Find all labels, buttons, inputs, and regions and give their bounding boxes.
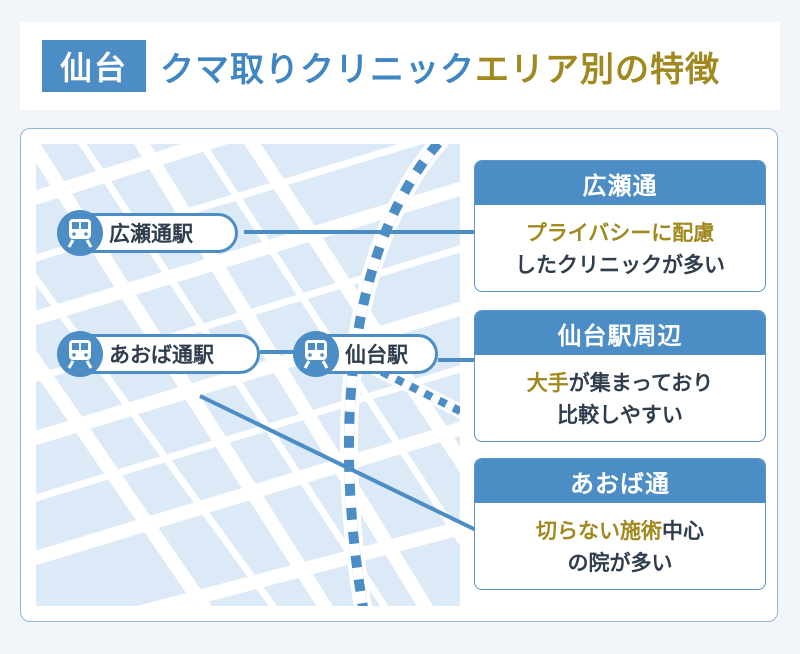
city-badge: 仙台	[42, 40, 146, 92]
station-label: 仙台駅	[345, 342, 408, 367]
train-icon	[57, 331, 103, 377]
header-banner: 仙台 クマ取りクリニックエリア別の特徴	[20, 22, 780, 110]
area-card-aobadori: あおば通 切らない施術中心 の院が多い	[474, 458, 766, 590]
body-text: の院が多い	[567, 551, 673, 575]
title-part-2: エリア別の特徴	[475, 49, 720, 90]
area-card-title: 仙台駅周辺	[475, 311, 765, 355]
area-card-body: プライバシーに配慮 したクリニックが多い	[475, 205, 765, 281]
station-label: あおば通駅	[109, 342, 214, 367]
station-aobadori[interactable]: あおば通駅	[57, 331, 260, 377]
station-hirosedori[interactable]: 広瀬通駅	[57, 210, 238, 256]
highlight-text: 大手	[526, 371, 569, 395]
area-card-title: あおば通	[475, 459, 765, 503]
area-card-body: 大手が集まっており 比較しやすい	[475, 355, 765, 431]
area-card-sendai-station: 仙台駅周辺 大手が集まっており 比較しやすい	[474, 310, 766, 442]
body-text: 比較しやすい	[557, 403, 683, 427]
body-text: したクリニックが多い	[515, 253, 725, 277]
area-card-hirosedori: 広瀬通 プライバシーに配慮 したクリニックが多い	[474, 160, 766, 292]
train-icon	[57, 210, 103, 256]
train-icon	[293, 331, 339, 377]
title-part-1: クマ取りクリニック	[160, 49, 475, 90]
station-label: 広瀬通駅	[109, 221, 193, 246]
body-text: 中心	[662, 519, 704, 543]
highlight-text: 切らない施術	[536, 519, 662, 543]
page-title: クマ取りクリニックエリア別の特徴	[160, 40, 720, 92]
body-text: が集まっており	[568, 371, 714, 395]
area-card-body: 切らない施術中心 の院が多い	[475, 503, 765, 579]
area-card-title: 広瀬通	[475, 161, 765, 205]
station-sendai[interactable]: 仙台駅	[293, 331, 438, 377]
highlight-text: プライバシーに配慮	[525, 221, 715, 245]
